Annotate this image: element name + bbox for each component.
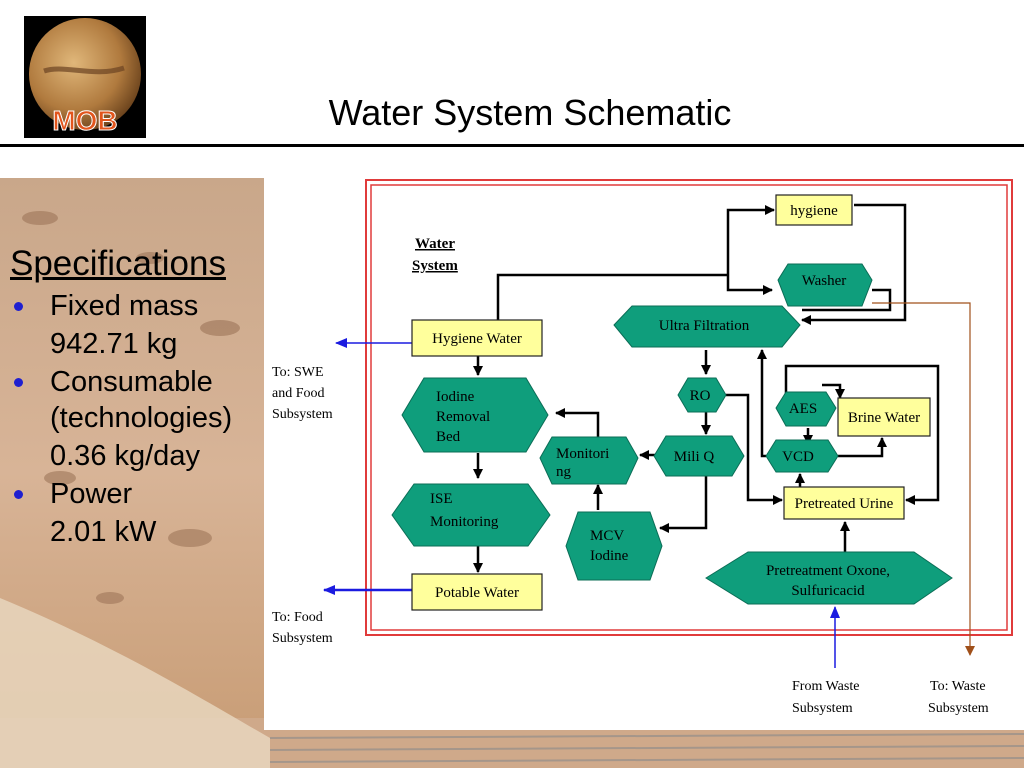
spec-value-power: 2.01 kW	[50, 516, 157, 548]
to-food-label-2: Subsystem	[272, 631, 333, 646]
hygiene-label: hygiene	[790, 203, 838, 219]
to-waste-label-1: To: Waste	[930, 679, 986, 694]
bullet-icon	[14, 302, 23, 311]
spec-label: Consumable (technologies)	[50, 366, 233, 434]
aes-label: AES	[789, 401, 817, 417]
spec-value-fixed-mass: 942.71 kg	[50, 328, 178, 360]
title-divider	[0, 144, 1024, 147]
specifications-panel: Specifications Fixed mass 942.71 kg Cons…	[10, 244, 268, 552]
from-waste-label-1: From Waste	[792, 679, 859, 694]
spec-label: Fixed mass	[50, 290, 199, 322]
ultra-filtration-label: Ultra Filtration	[659, 318, 750, 334]
mob-mars-logo: MOB	[24, 16, 146, 138]
mili-q-label: Mili Q	[674, 449, 715, 465]
bullet-icon	[14, 490, 23, 499]
page-title: Water System Schematic	[328, 92, 732, 133]
iodine-removal-label-3: Bed	[436, 429, 461, 445]
mcv-iodine-label-2: Iodine	[590, 548, 629, 564]
monitoring-label-1: Monitori	[556, 446, 609, 462]
washer-node	[777, 263, 873, 307]
mars-planet-icon: MOB	[24, 16, 146, 138]
to-waste-label-2: Subsystem	[928, 701, 989, 716]
ise-monitoring-label-1: ISE	[430, 491, 453, 507]
washer-label: Washer	[802, 273, 847, 289]
mcv-iodine-label-1: MCV	[590, 528, 624, 544]
monitoring-node	[539, 436, 639, 485]
pretreated-urine-box	[783, 486, 905, 520]
pretreatment-node	[705, 551, 953, 605]
iodine-removal-label-2: Removal	[436, 409, 490, 425]
hygiene-water-box	[411, 319, 543, 357]
ro-label: RO	[690, 388, 711, 404]
vcd-label: VCD	[782, 449, 814, 465]
iodine-removal-label-1: Iodine	[436, 389, 475, 405]
ise-monitoring-label-2: Monitoring	[430, 514, 499, 530]
to-swe-label-2: and Food	[272, 386, 325, 401]
pretreatment-label-2: Sulfuricacid	[791, 583, 865, 599]
spec-label: Power	[50, 478, 133, 510]
spec-value-consumable: 0.36 kg/day	[50, 440, 200, 472]
potable-water-label: Potable Water	[435, 585, 519, 601]
specifications-heading: Specifications	[10, 244, 226, 283]
system-label-line1: Water	[415, 236, 455, 252]
system-label-line2: System	[412, 258, 458, 274]
hygiene-water-label: Hygiene Water	[432, 331, 522, 347]
to-swe-label-3: Subsystem	[272, 407, 333, 422]
brine-water-box	[837, 397, 931, 437]
spec-item-fixed-mass: Fixed mass	[10, 288, 268, 324]
system-boundary-outer	[365, 179, 1013, 636]
pretreated-urine-label: Pretreated Urine	[795, 496, 894, 512]
pretreatment-label-1: Pretreatment Oxone,	[766, 563, 890, 579]
spec-item-consumable: Consumable (technologies)	[10, 364, 268, 436]
logo-text: MOB	[52, 105, 117, 136]
diagram-background	[264, 170, 1024, 730]
ro-node	[677, 377, 727, 413]
aes-node	[775, 391, 837, 427]
from-waste-label-2: Subsystem	[792, 701, 853, 716]
ultra-filtration-node	[613, 305, 801, 348]
potable-water-box	[411, 573, 543, 611]
hygiene-box	[775, 194, 853, 226]
mili-q-node	[653, 435, 745, 477]
bullet-icon	[14, 378, 23, 387]
iodine-removal-node	[401, 377, 549, 453]
mcv-iodine-node	[565, 511, 663, 581]
to-food-label-1: To: Food	[272, 610, 323, 625]
vcd-node	[765, 439, 839, 473]
to-swe-label-1: To: SWE	[272, 365, 324, 380]
monitoring-label-2: ng	[556, 464, 572, 480]
brine-water-label: Brine Water	[848, 410, 920, 426]
ise-monitoring-node	[391, 483, 551, 547]
system-boundary-inner	[370, 184, 1008, 631]
spec-item-power: Power	[10, 476, 268, 512]
